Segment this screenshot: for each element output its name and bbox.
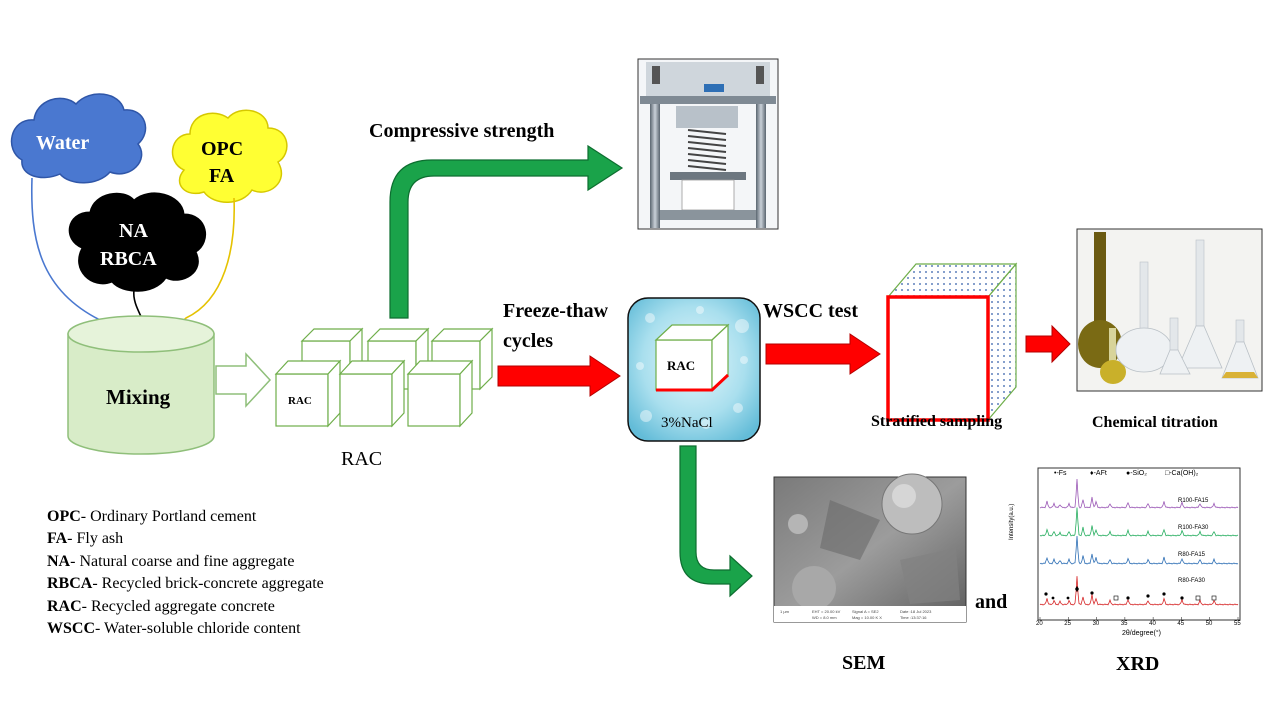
xrd-xtick-label: 35 — [1120, 621, 1128, 627]
svg-text:Mag = 10.00 K X: Mag = 10.00 K X — [852, 615, 882, 620]
xrd-ylabel: Intensity(a.u.) — [1009, 503, 1015, 540]
fa-label: FA — [209, 165, 235, 187]
compressive-strength-label: Compressive strength — [369, 120, 555, 142]
green-arrow-compressive — [389, 144, 624, 319]
red-arrow-freeze-thaw — [497, 355, 621, 397]
xrd-legend-aft: ♦-AFt — [1090, 470, 1107, 477]
stratified-cube — [886, 262, 1018, 422]
legend-row-opc: OPC- Ordinary Portland cement — [47, 508, 257, 525]
xrd-legend-fs: •-Fs — [1054, 470, 1067, 477]
wscc-test-label: WSCC test — [763, 300, 858, 322]
svg-text:EHT = 20.00 kV: EHT = 20.00 kV — [812, 609, 841, 614]
xrd-label: XRD — [1116, 653, 1160, 675]
mixing-to-rac-arrow — [215, 352, 272, 408]
mixer-cylinder — [67, 315, 215, 455]
xrd-series-label-4: R80-FA30 — [1178, 578, 1206, 584]
xrd-xtick-label: 25 — [1064, 621, 1071, 627]
sem-label: SEM — [842, 652, 886, 674]
mixing-label: Mixing — [106, 385, 171, 409]
xrd-series-label-1: R100-FA15 — [1178, 498, 1209, 504]
nacl-label: 3%NaCl — [661, 415, 713, 431]
green-arrow-sem — [679, 445, 753, 598]
legend-row-rac: RAC- Recycled aggregate concrete — [47, 597, 275, 615]
rac-cube — [338, 359, 406, 428]
xrd-xtick-label: 40 — [1149, 621, 1156, 627]
cycles-label: cycles — [503, 330, 553, 352]
red-arrow-wscc — [765, 333, 881, 375]
and-label: and — [975, 591, 1008, 613]
xrd-xtick-label: 20 — [1036, 621, 1043, 627]
xrd-legend-sio2: ●-SiO₂ — [1126, 470, 1147, 477]
stratified-sampling-label: Stratified sampling — [871, 413, 1003, 430]
xrd-tick-layer — [1039, 617, 1239, 620]
xrd-series-label-3: R80-FA15 — [1178, 552, 1206, 558]
rac-cube-label: RAC — [288, 395, 312, 407]
legend-row-wscc: WSCC- Water-soluble chloride content — [47, 620, 301, 638]
nacl-bath — [627, 297, 761, 442]
svg-text:1 µm: 1 µm — [780, 609, 790, 614]
na-label: NA — [119, 220, 148, 242]
red-arrow-titration — [1025, 324, 1071, 364]
rac-group-label: RAC — [341, 448, 383, 470]
svg-text:Time :13:37:16: Time :13:37:16 — [900, 615, 927, 620]
xrd-xlabel: 2θ/degree(°) — [1122, 630, 1161, 637]
bath-rac-label: RAC — [667, 358, 696, 373]
xrd-series-trace — [1039, 507, 1239, 537]
xrd-series-layer — [1039, 478, 1239, 606]
legend-row-na: NA- Natural coarse and fine aggregate — [47, 552, 295, 570]
xrd-peak-markers — [1044, 586, 1184, 600]
rac-cube — [406, 359, 474, 428]
titration-photo — [1076, 228, 1263, 392]
water-connector — [30, 177, 109, 353]
xrd-series-label-2: R100-FA30 — [1178, 525, 1209, 531]
rbca-label: RBCA — [100, 248, 157, 270]
xrd-xtick-label: 55 — [1234, 621, 1241, 627]
xrd-series-trace — [1039, 478, 1239, 509]
xrd-panel — [1037, 467, 1241, 621]
water-label: Water — [36, 132, 90, 154]
xrd-legend-caoh2: □-Ca(OH)₂ — [1165, 470, 1199, 477]
xrd-xtick-label: 45 — [1177, 621, 1185, 627]
svg-text:WD = 8.0 mm: WD = 8.0 mm — [812, 615, 837, 620]
legend-row-rbca: RBCA- Recycled brick-concrete aggregate — [47, 575, 324, 593]
opc-fa-cloud — [171, 109, 288, 203]
rac-cube — [274, 359, 342, 428]
abbreviation-legend: OPC- Ordinary Portland cement FA- Fly as… — [47, 506, 324, 640]
xrd-xtick-label: 30 — [1092, 621, 1100, 627]
xrd-xtick-label: 50 — [1205, 621, 1213, 627]
svg-text:Date :18 Jul 2023: Date :18 Jul 2023 — [900, 609, 932, 614]
aggregate-cloud — [68, 192, 206, 292]
legend-row-fa: FA- Fly ash — [47, 530, 124, 548]
svg-text:Signal A = SE2: Signal A = SE2 — [852, 609, 879, 614]
compression-machine-photo — [637, 58, 779, 230]
freeze-thaw-label: Freeze-thaw — [503, 300, 609, 322]
sem-photo: 1 µm EHT = 20.00 kV Signal A = SE2 Date … — [773, 473, 967, 623]
xrd-square-markers — [1113, 595, 1217, 601]
xrd-series-trace — [1039, 576, 1239, 606]
bath-rac-cube — [654, 323, 730, 392]
chemical-titration-label: Chemical titration — [1092, 414, 1218, 431]
water-cloud — [10, 93, 147, 184]
opc-label: OPC — [201, 138, 244, 160]
xrd-series-trace — [1039, 535, 1239, 565]
rac-cube-group — [274, 327, 494, 428]
